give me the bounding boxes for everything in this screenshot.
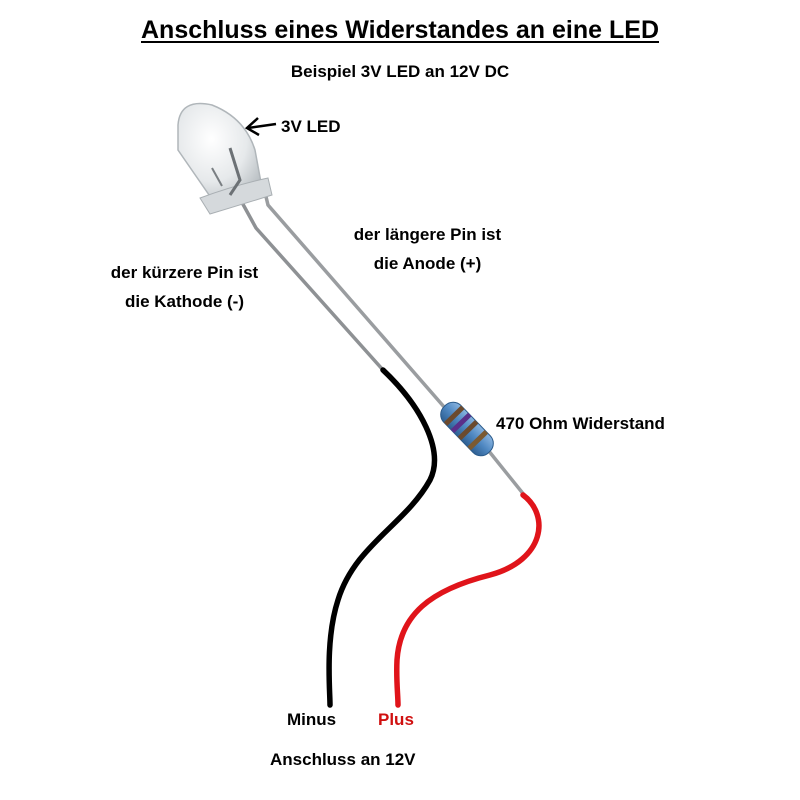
cathode-label-line1: der kürzere Pin ist [110,263,259,282]
minus-label: Minus [287,710,337,729]
resistor-lead [486,448,527,498]
cathode-label: der kürzere Pin ist die Kathode (-) [77,258,292,316]
resistor-label: 470 Ohm Widerstand [496,414,665,433]
arrow-icon [244,117,277,137]
plus-label: Plus [378,710,414,729]
anode-label-line1: der längere Pin ist [353,225,502,244]
led-label: 3V LED [281,117,341,136]
plus-wire [393,492,542,708]
anode-label: der längere Pin ist die Anode (+) [320,220,535,278]
resistor-body [440,401,494,457]
connection-label: Anschluss an 12V [270,750,416,769]
led-body [177,102,273,215]
page-title: Anschluss eines Widerstandes an eine LED [141,16,659,44]
minus-wire [326,367,438,708]
cathode-label-line2: die Kathode (-) [125,292,244,311]
page-subtitle: Beispiel 3V LED an 12V DC [290,62,510,81]
anode-label-line2: die Anode (+) [373,254,482,273]
cathode-pin [237,196,385,372]
